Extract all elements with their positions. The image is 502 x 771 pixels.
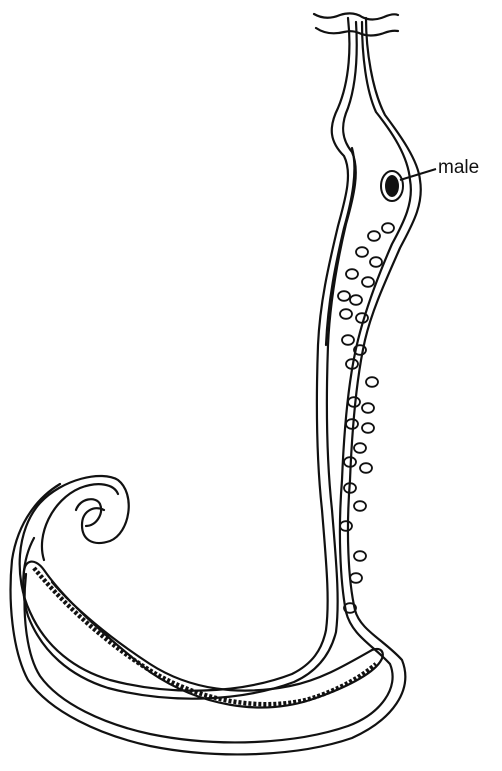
coil-curl — [76, 499, 101, 526]
egg — [362, 277, 374, 287]
egg — [362, 403, 374, 413]
label-male: male — [438, 157, 479, 179]
organ-outline — [24, 562, 383, 708]
male-organ-core — [385, 175, 399, 197]
egg — [360, 463, 372, 473]
egg — [362, 423, 374, 433]
egg — [342, 335, 354, 345]
egg — [356, 247, 368, 257]
coil-inner — [42, 484, 118, 560]
egg — [354, 443, 366, 453]
cut-edge-top — [314, 13, 398, 19]
egg — [340, 521, 352, 531]
outer-body-wall — [20, 18, 350, 691]
egg — [354, 551, 366, 561]
outer-body-wall-right — [11, 18, 421, 754]
egg — [350, 573, 362, 583]
egg — [350, 295, 362, 305]
inner-body-wall-right — [25, 22, 411, 742]
egg — [382, 223, 394, 233]
inner-body-wall-left — [23, 22, 357, 699]
egg — [340, 309, 352, 319]
egg — [338, 291, 350, 301]
egg — [346, 269, 358, 279]
egg — [368, 231, 380, 241]
egg — [366, 377, 378, 387]
egg — [370, 257, 382, 267]
egg — [354, 501, 366, 511]
